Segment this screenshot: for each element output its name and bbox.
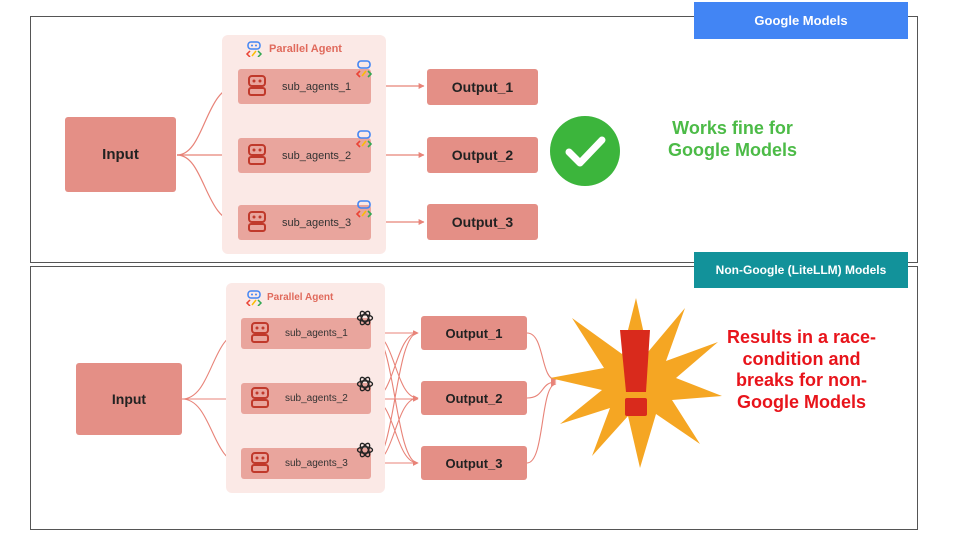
output-node-3: Output_3 — [421, 446, 527, 480]
sub-agent-3: sub_agents_3 — [241, 448, 371, 479]
parallel-agent-title: Parallel Agent — [267, 292, 334, 303]
gemini-model-icon — [355, 130, 373, 148]
sub-agent-2: sub_agents_2 — [241, 383, 371, 414]
sub-agent-label: sub_agents_3 — [285, 458, 348, 469]
robot-icon — [251, 322, 269, 343]
gemini-model-icon — [355, 60, 373, 78]
sub-agent-2: sub_agents_2 — [238, 138, 371, 173]
robot-icon — [248, 144, 266, 165]
output-node-2: Output_2 — [427, 137, 538, 173]
non-google-models-tag: Non-Google (LiteLLM) Models — [694, 252, 908, 288]
output-node-3: Output_3 — [427, 204, 538, 240]
gemini-model-icon — [355, 200, 373, 218]
input-node: Input — [65, 117, 176, 192]
parallel-agent-icon — [245, 290, 263, 307]
google-models-tag: Google Models — [694, 2, 908, 39]
sub-agent-1: sub_agents_1 — [241, 318, 371, 349]
output-node-1: Output_1 — [421, 316, 527, 350]
check-circle-icon — [550, 116, 620, 186]
robot-icon — [251, 387, 269, 408]
output-node-2: Output_2 — [421, 381, 527, 415]
parallel-agent-icon — [245, 41, 263, 58]
output-node-1: Output_1 — [427, 69, 538, 105]
sub-agent-label: sub_agents_3 — [282, 216, 352, 229]
sub-agent-label: sub_agents_1 — [285, 328, 348, 339]
input-node: Input — [76, 363, 182, 435]
parallel-agent-title: Parallel Agent — [269, 43, 342, 55]
openai-model-icon — [356, 442, 374, 458]
exclamation-star-icon — [550, 298, 722, 468]
non-google-result-message: Results in a race-condition and breaks f… — [726, 327, 877, 412]
robot-icon — [248, 75, 266, 96]
google-result-message: Works fine for Google Models — [667, 118, 797, 160]
openai-model-icon — [356, 376, 374, 392]
sub-agent-label: sub_agents_1 — [282, 80, 352, 93]
robot-icon — [251, 452, 269, 473]
sub-agent-1: sub_agents_1 — [238, 69, 371, 104]
sub-agent-label: sub_agents_2 — [285, 393, 348, 404]
robot-icon — [248, 211, 266, 232]
sub-agent-label: sub_agents_2 — [282, 149, 352, 162]
openai-model-icon — [356, 310, 374, 326]
sub-agent-3: sub_agents_3 — [238, 205, 371, 240]
